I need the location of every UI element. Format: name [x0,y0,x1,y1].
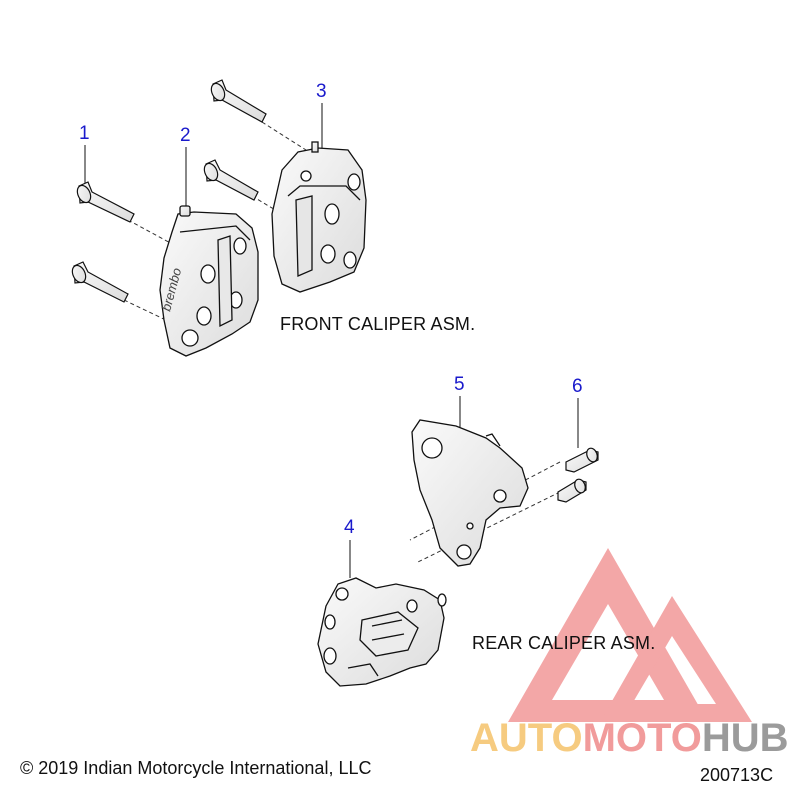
bolt-part-1-lower [71,261,129,303]
callout-4: 4 [344,517,355,538]
bolt-part-6-upper [565,447,599,473]
bolt-part-1-upper [76,181,135,223]
front-caliper-left [159,205,259,357]
callout-3: 3 [316,81,327,102]
caliper-bracket [411,419,529,567]
copyright-text: © 2019 Indian Motorcycle International, … [20,758,372,778]
callout-6: 6 [572,376,583,397]
rear-caliper-label: REAR CALIPER ASM. [472,633,656,653]
leader-lines [84,103,579,578]
front-caliper-right [271,141,367,293]
callout-5: 5 [454,374,465,395]
watermark-logo-text: AUTOMOTOHUB [470,716,789,761]
watermark-word-auto: AUTO [470,716,583,760]
watermark-word-moto: MOTO [582,716,702,760]
watermark-word-hub: HUB [701,716,789,760]
drawing-code: 200713C [700,765,774,785]
bolt-part-6-lower [557,478,587,503]
watermark-logo-triangles [508,548,752,722]
front-caliper-label: FRONT CALIPER ASM. [280,314,476,334]
callout-2: 2 [180,125,191,146]
rear-caliper [317,577,447,687]
bolt-part-3-lower [203,159,259,201]
callout-1: 1 [79,123,90,144]
bolt-part-3-upper [210,79,267,123]
